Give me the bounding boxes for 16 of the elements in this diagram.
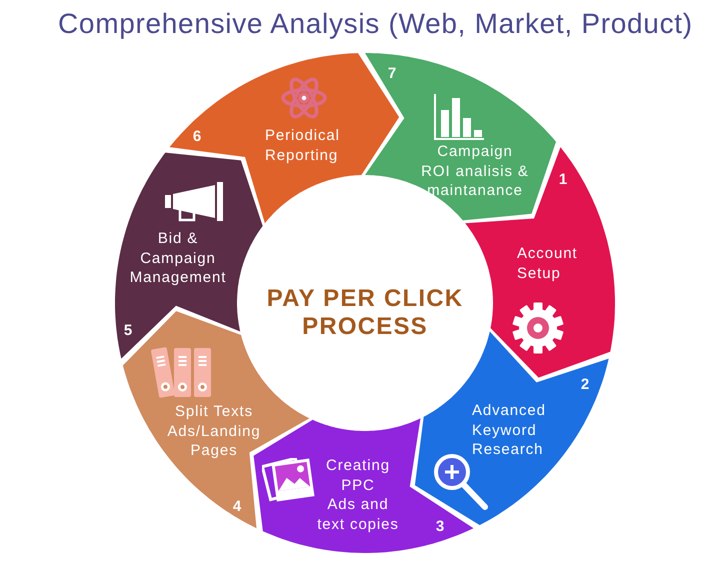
step-number: 3 bbox=[436, 519, 444, 535]
step-label: Account Setup bbox=[517, 244, 578, 283]
step-number: 2 bbox=[580, 377, 590, 393]
step-label: Periodical Reporting bbox=[265, 126, 340, 165]
title: Comprehensive Analysis (Web, Market, Product) bbox=[58, 8, 693, 40]
step-number: 6 bbox=[192, 129, 202, 145]
step-number: 4 bbox=[232, 499, 242, 515]
step-number: 1 bbox=[558, 172, 568, 188]
step-label: Campaign ROI analisis & maintanance bbox=[421, 142, 529, 200]
step-label: Advanced Keyword Research bbox=[472, 401, 546, 460]
step-number: 5 bbox=[124, 323, 132, 339]
step-label: Creating PPC Ads and text copies bbox=[317, 456, 399, 534]
step-number: 7 bbox=[388, 66, 396, 82]
step-label: Bid & Campaign Management bbox=[130, 229, 226, 288]
hub-title: PAY PER CLICK PROCESS bbox=[266, 285, 464, 341]
step-label: Split Texts Ads/Landing Pages bbox=[167, 402, 261, 460]
